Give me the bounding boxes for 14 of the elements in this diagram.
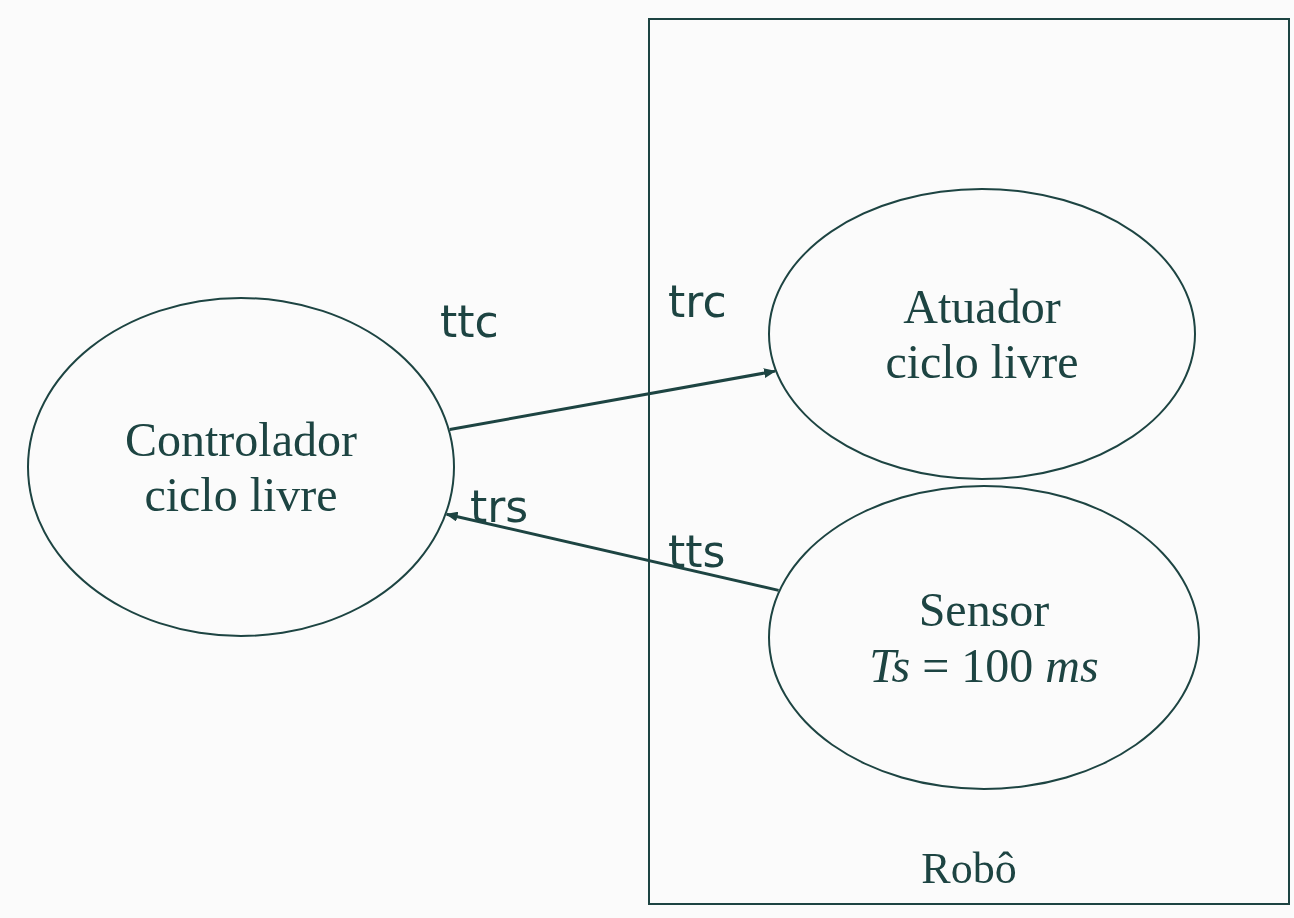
node-text: Atuador ciclo livre bbox=[884, 278, 1080, 390]
arrow bbox=[449, 368, 777, 431]
state-ellipse bbox=[768, 188, 1196, 480]
node-text: Sensor bbox=[918, 582, 1050, 638]
arrow bbox=[445, 511, 779, 592]
timing-label: trs bbox=[470, 485, 529, 529]
group-frame bbox=[648, 18, 1290, 905]
node-text: Ts = 100 ms bbox=[869, 637, 1099, 693]
timing-label: tts bbox=[668, 530, 726, 574]
state-ellipse bbox=[768, 485, 1200, 790]
group-title: Robô bbox=[921, 844, 1017, 895]
timing-label: trc bbox=[668, 280, 727, 324]
node-text: Controlador ciclo livre bbox=[124, 411, 358, 523]
timing-label: ttc bbox=[440, 300, 499, 344]
